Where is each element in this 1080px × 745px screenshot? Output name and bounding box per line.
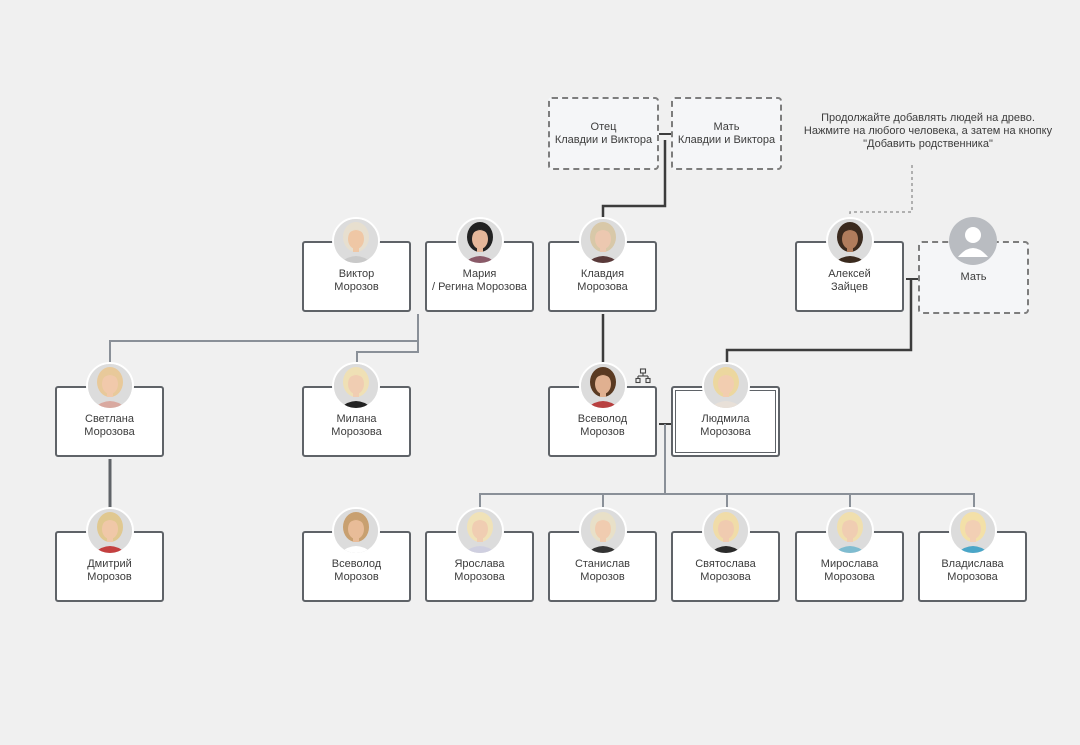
avatar-vsevolod[interactable] [579,362,627,410]
avatar-svyatoslava[interactable] [702,507,750,555]
hint-line-2: Нажмите на любого человека, а затем на к… [803,125,1053,137]
hint-line-3: "Добавить родственника" [863,138,993,150]
placeholder-mother-subtitle: Клавдии и Виктора [677,133,776,146]
avatar-vladislava[interactable] [949,507,997,555]
hint-text: Продолжайте добавлять людей на древо. На… [802,112,1054,151]
hint-line-1: Продолжайте добавлять людей на древо. [821,112,1035,124]
avatar-vsevolod-2[interactable] [332,507,380,555]
avatar-maria[interactable] [456,217,504,265]
connector-to-milana [356,341,419,362]
avatar-svetlana[interactable] [86,362,134,410]
avatar-yaroslava[interactable] [456,507,504,555]
placeholder-father-title: Отец [590,121,617,133]
avatar-milana[interactable] [332,362,380,410]
placeholder-father-subtitle: Клавдии и Виктора [554,133,653,146]
person-name: Мария/ Регина Морозова [432,268,527,293]
connector-parents-to-klavdia [601,140,667,220]
avatar-miroslava[interactable] [826,507,874,555]
connector-to-ludmila [725,279,913,364]
avatar-alexey[interactable] [826,217,874,265]
avatar-ludmila[interactable] [702,362,750,410]
avatar-klavdia[interactable] [579,217,627,265]
placeholder-mother[interactable]: Мать Клавдии и Виктора [671,97,782,170]
avatar-stanislav[interactable] [579,507,627,555]
person-silhouette-icon [949,217,997,265]
hint-pointer [849,165,913,216]
family-tree-icon[interactable] [635,368,651,384]
avatar-dmitry[interactable] [86,507,134,555]
avatar-viktor[interactable] [332,217,380,265]
placeholder-mother-title: Мать [713,121,740,133]
placeholder-alexey-spouse-title: Мать [960,271,987,284]
connector-to-svetlana [109,314,419,362]
placeholder-father[interactable]: Отец Клавдии и Виктора [548,97,659,170]
